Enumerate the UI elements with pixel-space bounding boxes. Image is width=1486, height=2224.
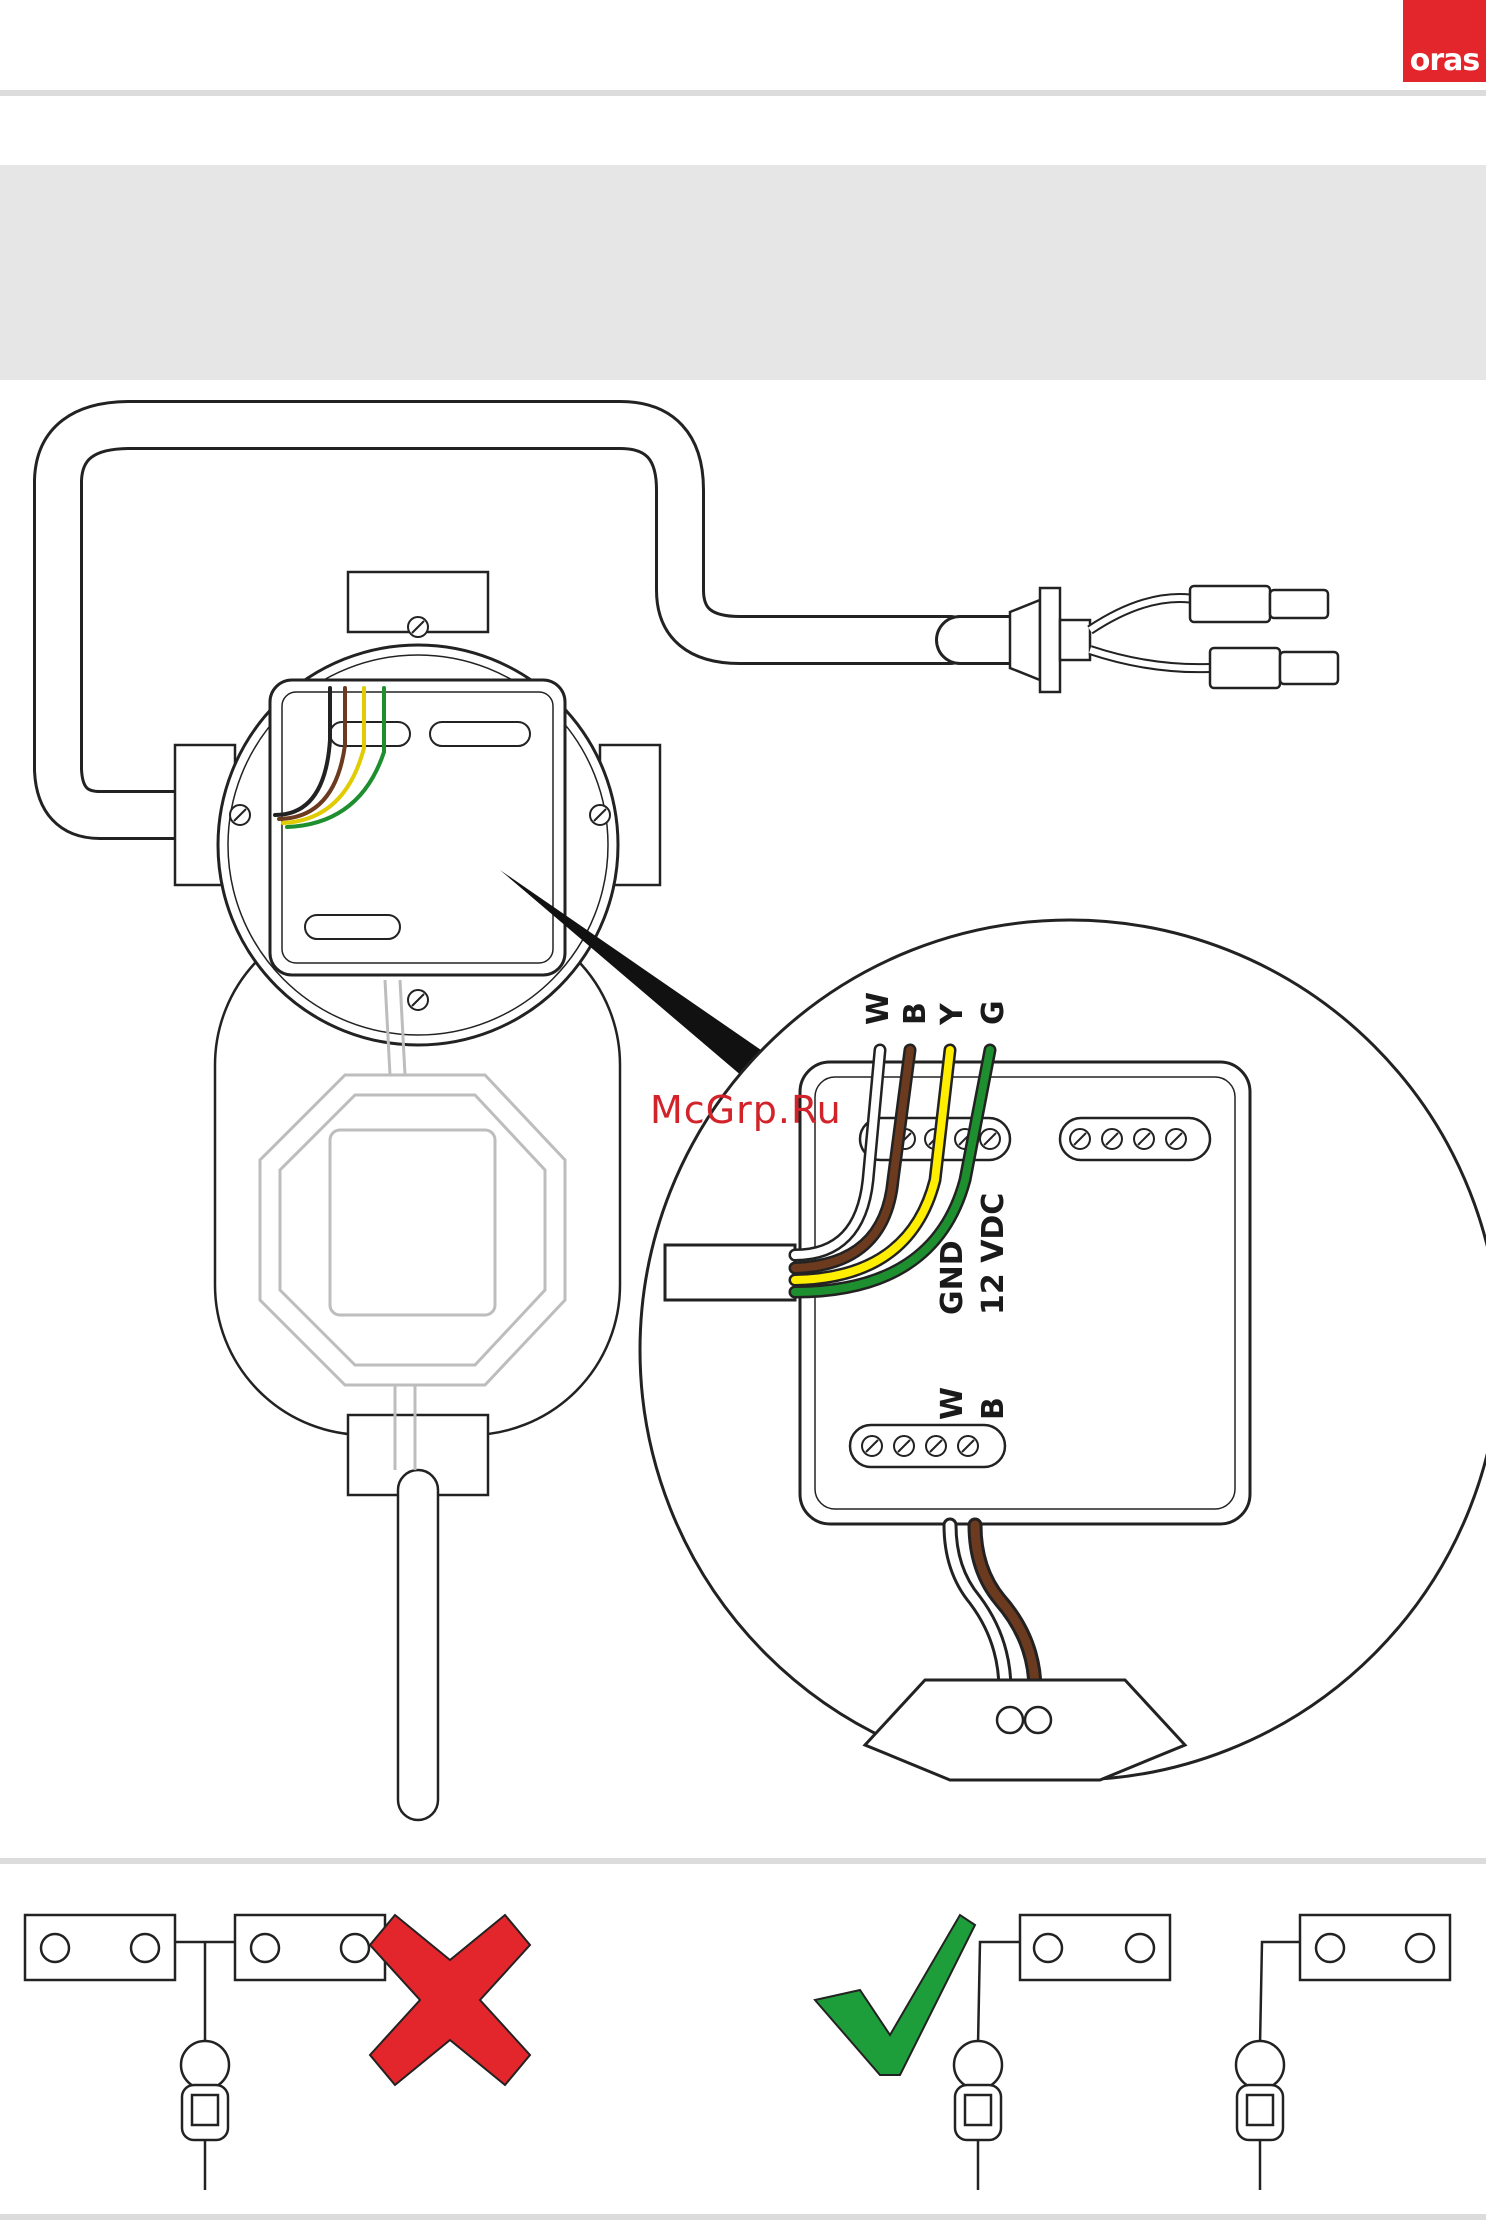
- label-w-top: W: [861, 992, 896, 1025]
- correct-wiring-example-1: [954, 1915, 1170, 2190]
- label-b-top: B: [898, 1002, 933, 1025]
- check-icon: [815, 1915, 975, 2075]
- cross-icon: [370, 1915, 530, 2085]
- label-y-top: Y: [935, 1002, 970, 1026]
- zoom-detail: [640, 920, 1486, 1780]
- label-b-bottom: B: [976, 1397, 1011, 1420]
- cable-connector: [1010, 586, 1338, 692]
- watermark: McGrp.Ru: [650, 1088, 842, 1132]
- footer-rule: [0, 2214, 1486, 2220]
- label-12vdc: 12 VDC: [976, 1193, 1011, 1315]
- label-gnd: GND: [935, 1240, 970, 1315]
- label-w-bottom: W: [935, 1387, 970, 1420]
- correct-wiring-example-2: [1236, 1915, 1450, 2190]
- section-rule: [0, 1858, 1486, 1864]
- wrong-wiring-example: [25, 1915, 385, 2190]
- control-module-small: [270, 680, 565, 975]
- label-g-top: G: [976, 1000, 1011, 1025]
